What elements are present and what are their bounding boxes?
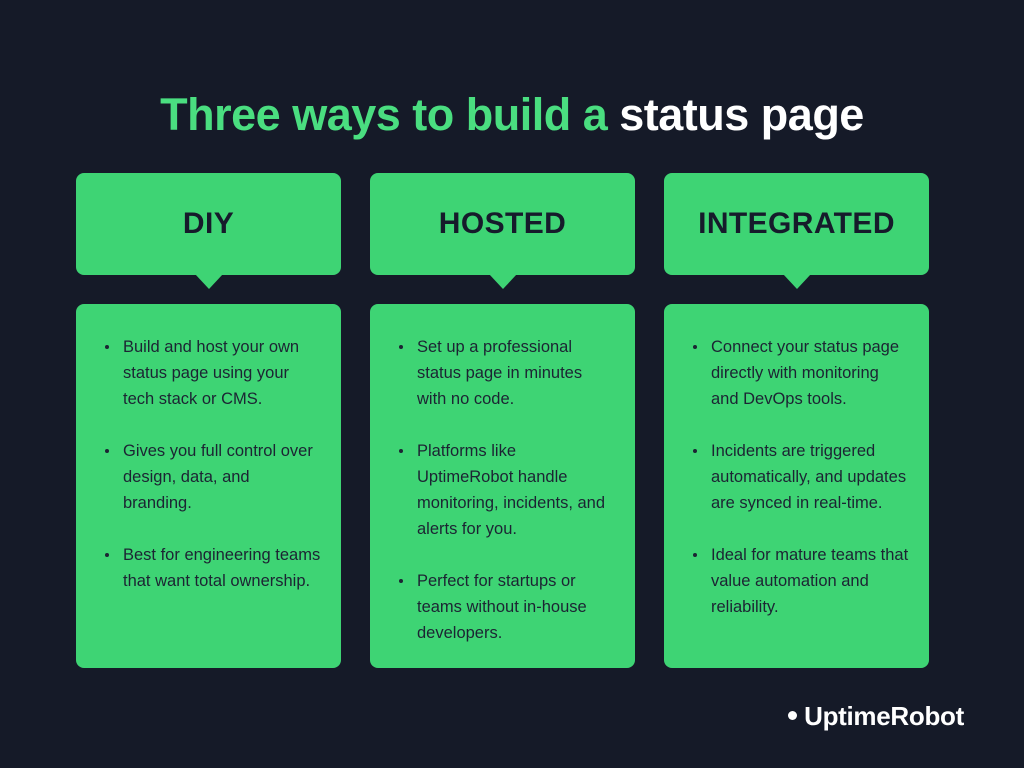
list-item: Ideal for mature teams that value automa…: [686, 542, 909, 620]
bullet-list-hosted: Set up a professional status page in min…: [392, 334, 615, 646]
list-item-text: Platforms like UptimeRobot handle monito…: [417, 442, 606, 538]
page-title-white-part: status page: [619, 89, 864, 141]
bullet-dot-icon: [399, 345, 403, 349]
list-item-text: Set up a professional status page in min…: [417, 338, 583, 408]
bullet-dot-icon: [399, 579, 403, 583]
page-title-green-part: Three ways to build a: [160, 89, 620, 141]
card-header-label-diy: DIY: [182, 207, 235, 240]
speech-bubble-tail-icon: [782, 274, 811, 289]
card-body-diy: Build and host your own status page usin…: [76, 304, 341, 668]
list-item: Gives you full control over design, data…: [98, 438, 321, 516]
list-item-text: Gives you full control over design, data…: [123, 442, 313, 512]
list-item-text: Perfect for startups or teams without in…: [417, 572, 587, 642]
speech-bubble-tail-icon: [488, 274, 517, 289]
list-item: Best for engineering teams that want tot…: [98, 542, 321, 594]
list-item: Set up a professional status page in min…: [392, 334, 615, 412]
logo-text: UptimeRobot: [804, 701, 964, 731]
dot-icon: [788, 711, 798, 720]
list-item: Connect your status page directly with m…: [686, 334, 909, 412]
bullet-dot-icon: [105, 449, 109, 453]
bullet-list-integrated: Connect your status page directly with m…: [686, 334, 909, 620]
bullet-list-diy: Build and host your own status page usin…: [98, 334, 321, 594]
bullet-dot-icon: [105, 345, 109, 349]
list-item-text: Connect your status page directly with m…: [711, 338, 900, 408]
list-item: Perfect for startups or teams without in…: [392, 568, 615, 646]
card-header-hosted: HOSTED: [370, 173, 635, 289]
bullet-dot-icon: [399, 449, 403, 453]
list-item: Incidents are triggered automatically, a…: [686, 438, 909, 516]
card-body-hosted: Set up a professional status page in min…: [370, 304, 635, 668]
uptimerobot-logo: UptimeRobot: [788, 701, 964, 732]
list-item-text: Best for engineering teams that want tot…: [123, 546, 321, 590]
bullet-dot-icon: [693, 553, 697, 557]
bullet-dot-icon: [693, 345, 697, 349]
card-header-diy: DIY: [76, 173, 341, 289]
list-item-text: Build and host your own status page usin…: [123, 338, 300, 408]
column-integrated: INTEGRATED Connect your status page dire…: [664, 173, 929, 668]
card-header-integrated: INTEGRATED: [664, 173, 929, 289]
card-header-label-hosted: HOSTED: [438, 207, 567, 240]
page-title: Three ways to build a status page: [0, 86, 1024, 144]
bullet-dot-icon: [105, 553, 109, 557]
list-item: Platforms like UptimeRobot handle monito…: [392, 438, 615, 542]
list-item: Build and host your own status page usin…: [98, 334, 321, 412]
list-item-text: Incidents are triggered automatically, a…: [711, 442, 907, 512]
column-hosted: HOSTED Set up a professional status page…: [370, 173, 635, 668]
columns-container: DIY Build and host your own status page …: [76, 173, 929, 668]
column-diy: DIY Build and host your own status page …: [76, 173, 341, 668]
list-item-text: Ideal for mature teams that value automa…: [711, 546, 909, 616]
speech-bubble-tail-icon: [194, 274, 223, 289]
bullet-dot-icon: [693, 449, 697, 453]
card-header-label-integrated: INTEGRATED: [698, 207, 895, 240]
card-body-integrated: Connect your status page directly with m…: [664, 304, 929, 668]
